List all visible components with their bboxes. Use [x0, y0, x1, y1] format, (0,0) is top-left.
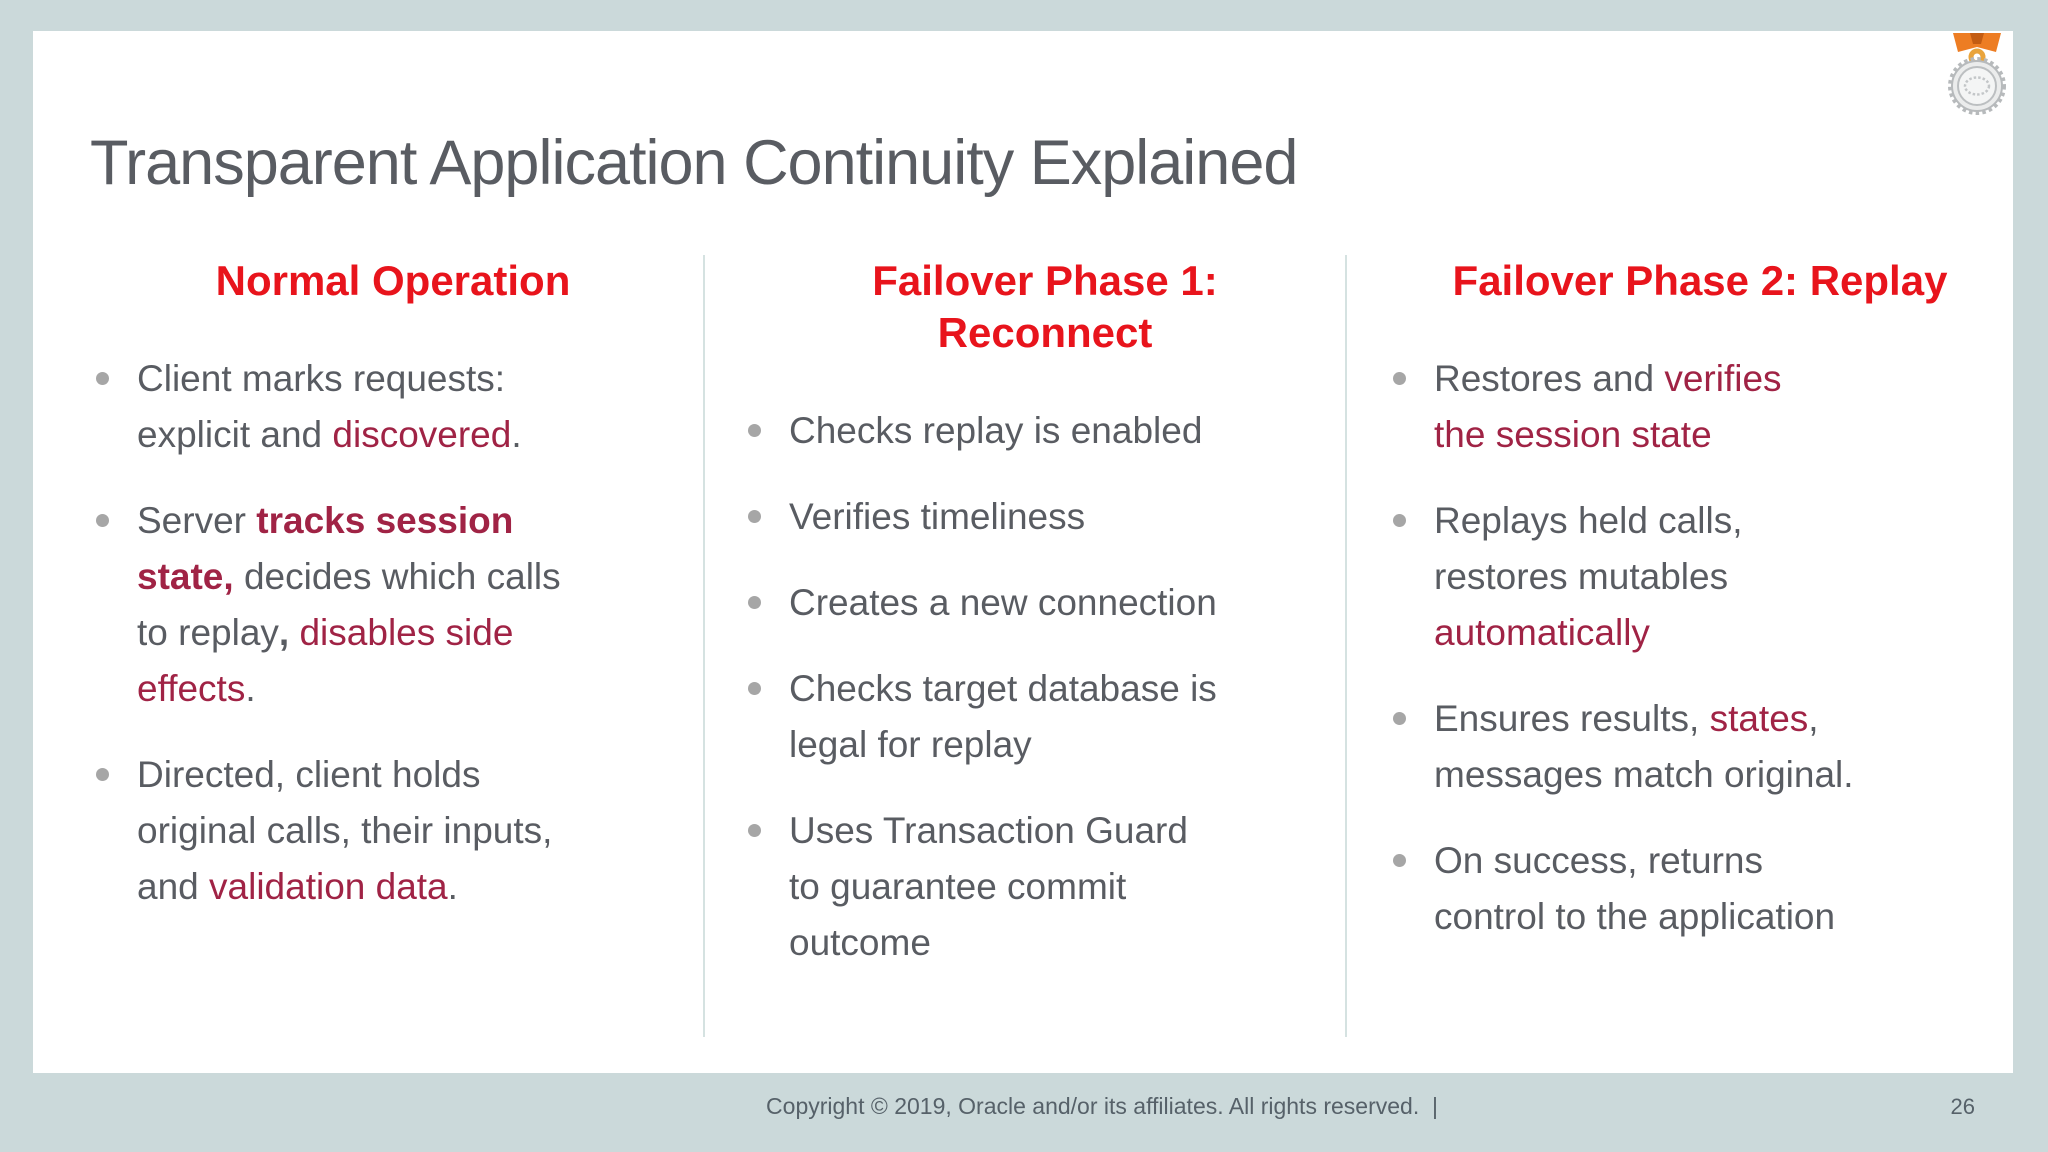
column-normal-operation: Normal Operation Client marks requests:e…	[93, 255, 693, 945]
page-title: Transparent Application Continuity Expla…	[90, 128, 1298, 198]
bullet-list: Client marks requests:explicit and disco…	[93, 351, 693, 915]
column-heading: Failover Phase 1:Reconnect	[872, 257, 1218, 357]
slide: Transparent Application Continuity Expla…	[33, 31, 2013, 1073]
columns-container: Normal Operation Client marks requests:e…	[93, 255, 2010, 1037]
page-number: 26	[1950, 1094, 1975, 1119]
bullet-item: Checks replay is enabled	[745, 403, 1345, 459]
bullet-item: Creates a new connection	[745, 575, 1345, 631]
column-failover-phase-1: Failover Phase 1:Reconnect Checks replay…	[745, 255, 1345, 1001]
column-divider	[1345, 255, 1347, 1037]
medal-award-icon	[1943, 33, 2011, 117]
column-failover-phase-2: Failover Phase 2: Replay Restores and ve…	[1390, 255, 2010, 975]
column-heading: Normal Operation	[215, 257, 571, 304]
bullet-item: Ensures results, states,messages match o…	[1390, 691, 2010, 803]
bullet-item: Client marks requests:explicit and disco…	[93, 351, 693, 463]
copyright-text: Copyright © 2019, Oracle and/or its affi…	[766, 1093, 1438, 1119]
column-heading: Failover Phase 2: Replay	[1452, 257, 1948, 304]
slide-footer: Copyright © 2019, Oracle and/or its affi…	[0, 1090, 2048, 1130]
bullet-item: Verifies timeliness	[745, 489, 1345, 545]
column-divider	[703, 255, 705, 1037]
